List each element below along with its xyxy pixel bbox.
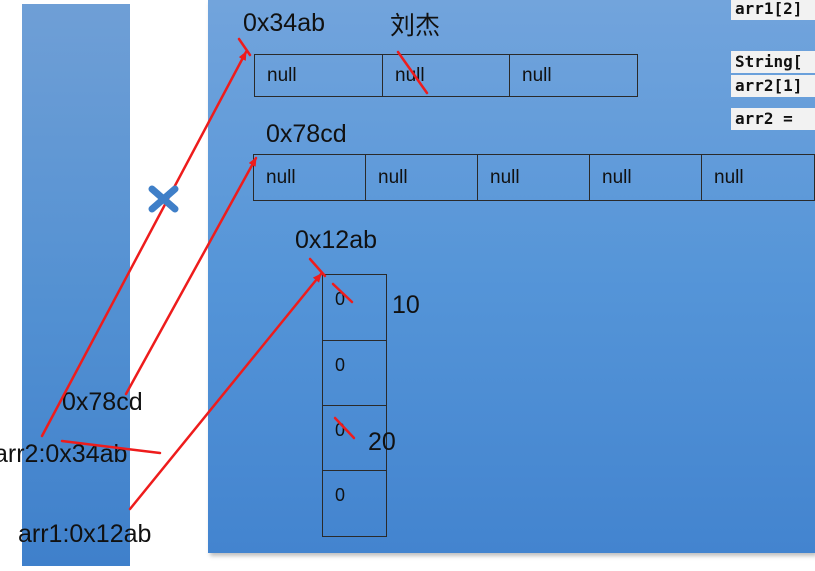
array-34ab-cell-2: null — [509, 54, 638, 97]
array-address-78cd: 0x78cd — [266, 120, 347, 148]
stack-panel — [22, 4, 130, 566]
stack-arr2-new-value: 0x78cd — [62, 388, 143, 416]
strike-null-cell — [396, 50, 429, 95]
cross-icon — [148, 185, 179, 213]
stack-arr1-label: arr1:0x12ab — [18, 520, 152, 548]
tick-12ab — [308, 257, 327, 278]
tick-34ab — [237, 37, 252, 57]
code-line-arr2-assign: arr2 = — [731, 108, 815, 130]
arrow-arr1-to-12ab — [128, 272, 323, 511]
array-address-12ab: 0x12ab — [295, 226, 378, 254]
strike-zero-cell-0 — [331, 282, 354, 304]
assigned-value-10: 10 — [392, 291, 420, 319]
arrow-arr2-to-78cd — [124, 156, 258, 396]
assigned-value-20: 20 — [368, 428, 396, 456]
code-line-arr1: arr1[2] — [731, 0, 815, 20]
assigned-value-label: 刘杰 — [390, 12, 441, 40]
code-line-arr2-index: arr2[1] — [731, 75, 815, 97]
heap-panel — [208, 0, 815, 553]
strike-arr2-old-value — [60, 439, 162, 455]
strike-zero-cell-2 — [333, 416, 356, 440]
array-address-34ab: 0x34ab — [243, 9, 326, 37]
code-line-string: String[ — [731, 51, 815, 73]
arrow-arr2-to-34ab — [40, 50, 248, 438]
array-12ab-cell-3: 0 — [322, 470, 387, 537]
stack-arr2-label: arr2:0x34ab — [0, 440, 128, 468]
